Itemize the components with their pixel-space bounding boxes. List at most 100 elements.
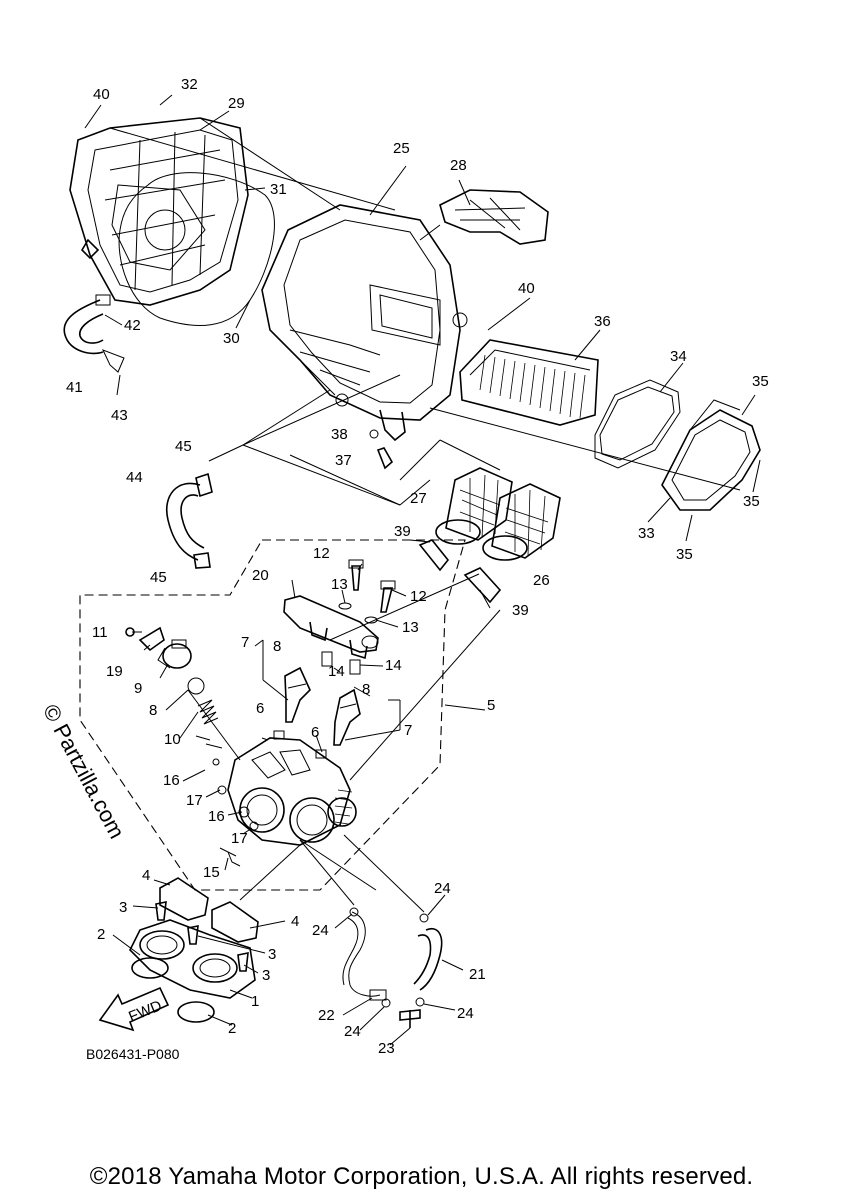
callout-24: 24 (344, 1023, 361, 1040)
callout-21: 21 (469, 966, 486, 983)
callout-2: 2 (228, 1020, 236, 1037)
callout-45: 45 (150, 569, 167, 586)
seal-loop (118, 172, 275, 326)
screw-3c (237, 952, 249, 972)
callout-17: 17 (231, 830, 248, 847)
throttle-body (227, 737, 357, 846)
callout-32: 32 (181, 76, 198, 93)
small-hardware (195, 735, 259, 867)
callout-4: 4 (142, 867, 150, 884)
air-filter-case-cap (69, 117, 396, 306)
callout-9: 9 (134, 680, 142, 697)
injector-right (333, 688, 361, 746)
forward-arrow-label: FWD (126, 997, 164, 1026)
callout-3: 3 (262, 967, 270, 984)
callout-11: 11 (92, 624, 108, 641)
fuel-rail (283, 595, 379, 660)
plate-4-left (159, 877, 209, 921)
air-filter-element (459, 339, 599, 426)
callout-35: 35 (676, 546, 693, 563)
callout-2: 2 (97, 926, 105, 943)
copyright-notice: ©2018 Yamaha Motor Corporation, U.S.A. A… (89, 1163, 754, 1190)
spring-10 (197, 699, 219, 725)
callout-10: 10 (164, 731, 181, 748)
callout-34: 34 (670, 348, 687, 365)
callout-14: 14 (328, 663, 345, 680)
callout-24: 24 (312, 922, 329, 939)
drain-plug (376, 447, 394, 470)
callout-17: 17 (186, 792, 203, 809)
callout-44: 44 (126, 469, 143, 486)
callout-41: 41 (66, 379, 83, 396)
joint-27 (435, 467, 513, 545)
bolt-12a (351, 565, 361, 591)
intake-joint-1 (129, 919, 256, 999)
callout-5: 5 (487, 697, 495, 714)
intake-duct (419, 189, 549, 245)
callout-16: 16 (163, 772, 180, 789)
parts-diagram: FWD 40 32 29 25 28 31 40 36 42 30 41 43 … (63, 76, 769, 1057)
gasket-2-right (177, 1001, 215, 1023)
callout-38: 38 (331, 426, 348, 443)
callout-8: 8 (362, 681, 370, 698)
callout-36: 36 (594, 313, 611, 330)
leader-lines-lower (112, 834, 464, 1046)
callout-3: 3 (119, 899, 127, 916)
forward-arrow: FWD (98, 986, 170, 1032)
callout-1: 1 (251, 993, 259, 1010)
callout-16: 16 (208, 808, 225, 825)
callout-7: 7 (404, 722, 412, 739)
joint-26 (482, 483, 561, 561)
callout-13: 13 (402, 619, 419, 636)
callout-3: 3 (268, 946, 276, 963)
diagram-code: B026431-P080 (86, 1046, 180, 1062)
callout-13: 13 (331, 576, 348, 593)
throttle-position-sensor (157, 639, 192, 669)
callout-39: 39 (394, 523, 411, 540)
callout-numbers: 40 32 29 25 28 31 40 36 42 30 41 43 34 3… (66, 76, 769, 1057)
callout-25: 25 (393, 140, 410, 157)
bolt-12b (380, 587, 394, 613)
leader-lines-middle (132, 539, 501, 871)
breather-hose (63, 294, 125, 373)
hose-44 (165, 472, 213, 569)
injector-left (284, 666, 311, 723)
callout-35: 35 (752, 373, 769, 390)
callout-33: 33 (638, 525, 655, 542)
callout-4: 4 (291, 913, 299, 930)
callout-42: 42 (124, 317, 141, 334)
throttle-body-assembly-outline (79, 539, 466, 891)
tee-joint-23 (399, 1009, 421, 1028)
callout-30: 30 (223, 330, 240, 347)
cover-gasket (594, 379, 681, 469)
callout-6: 6 (256, 700, 264, 717)
callout-26: 26 (533, 572, 550, 589)
callout-22: 22 (318, 1007, 335, 1024)
callout-31: 31 (270, 181, 287, 198)
callout-7: 7 (241, 634, 249, 651)
hose-22 (342, 911, 387, 1001)
hose-21 (413, 928, 443, 991)
callout-29: 29 (228, 95, 245, 112)
callout-12: 12 (410, 588, 427, 605)
callout-28: 28 (450, 157, 467, 174)
callout-27: 27 (410, 490, 427, 507)
clamp-39b (463, 567, 502, 604)
bracket-19 (138, 626, 165, 652)
callout-37: 37 (335, 452, 352, 469)
air-filter-case (261, 204, 468, 442)
screw-3a (155, 901, 167, 921)
callout-24: 24 (434, 880, 451, 897)
screw-3b (187, 925, 199, 945)
callout-43: 43 (111, 407, 128, 424)
callout-14: 14 (385, 657, 402, 674)
plate-4-right (211, 901, 259, 943)
callout-39: 39 (512, 602, 529, 619)
callout-12: 12 (313, 545, 330, 562)
callout-40: 40 (518, 280, 535, 297)
callout-6: 6 (311, 724, 319, 741)
callout-15: 15 (203, 864, 220, 881)
callout-8: 8 (149, 702, 157, 719)
callout-45: 45 (175, 438, 192, 455)
callout-40: 40 (93, 86, 110, 103)
